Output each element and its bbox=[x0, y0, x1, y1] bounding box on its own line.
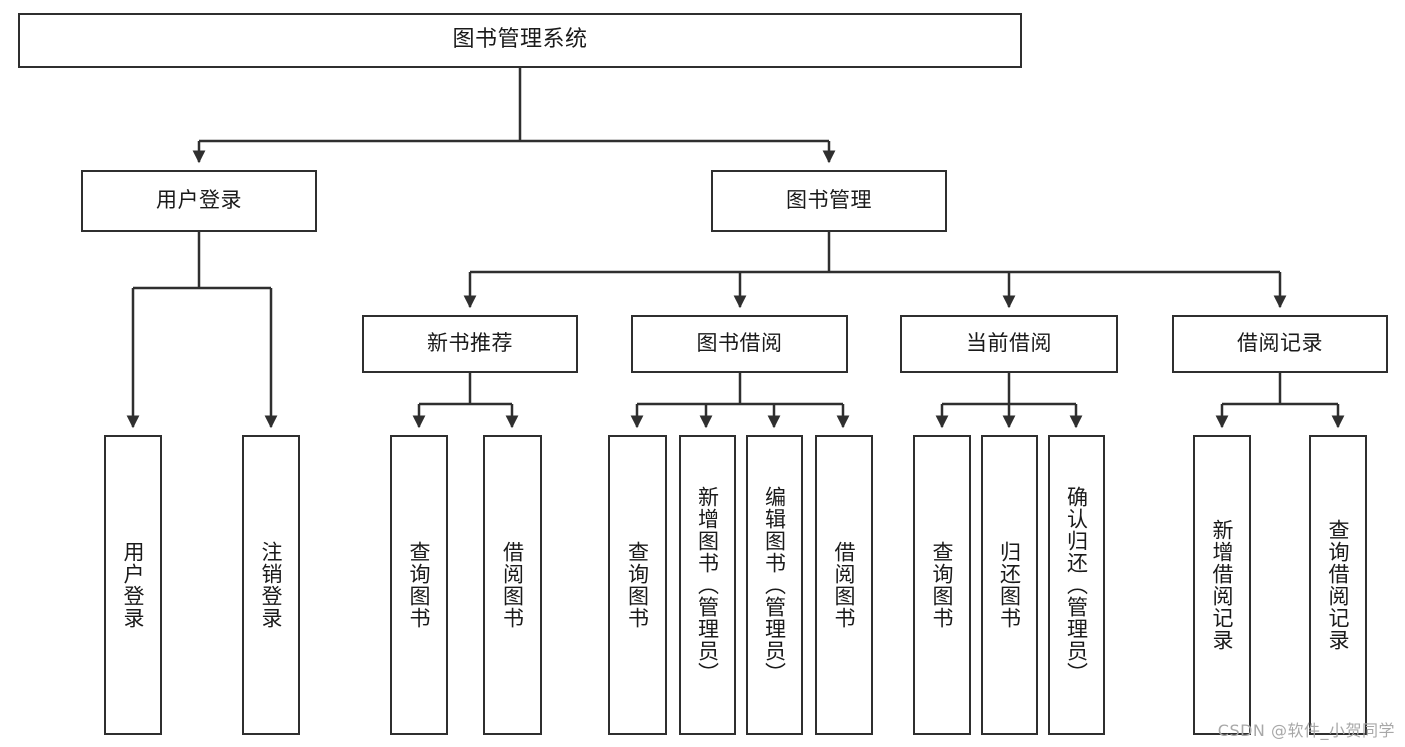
node-label: 归还图书 bbox=[997, 541, 1022, 629]
node-label: 借阅图书 bbox=[832, 541, 857, 629]
node-user-login[interactable]: 用户登录 bbox=[81, 170, 317, 232]
node-label: 用户登录 bbox=[156, 188, 242, 213]
node-label: 图书管理 bbox=[786, 188, 872, 213]
node-leaf-borrow-edit-book-admin[interactable]: 编辑图书（管理员） bbox=[746, 435, 803, 735]
node-leaf-user-logout[interactable]: 注销登录 bbox=[242, 435, 300, 735]
node-current-borrowing[interactable]: 当前借阅 bbox=[900, 315, 1118, 373]
node-new-book-recommendation[interactable]: 新书推荐 bbox=[362, 315, 578, 373]
node-leaf-borrow-add-book-admin[interactable]: 新增图书（管理员） bbox=[679, 435, 736, 735]
node-label: 新增图书（管理员） bbox=[695, 486, 720, 684]
node-label: 确认归还（管理员） bbox=[1064, 486, 1089, 684]
node-leaf-rec-borrow-book[interactable]: 借阅图书 bbox=[483, 435, 542, 735]
node-label: 新增借阅记录 bbox=[1210, 519, 1235, 651]
node-label: 图书借阅 bbox=[696, 331, 783, 356]
node-label: 编辑图书（管理员） bbox=[762, 486, 787, 684]
node-leaf-record-add[interactable]: 新增借阅记录 bbox=[1193, 435, 1251, 735]
node-label: 用户登录 bbox=[121, 541, 146, 629]
node-label: 注销登录 bbox=[259, 541, 284, 629]
node-label: 新书推荐 bbox=[427, 331, 513, 356]
node-leaf-record-query[interactable]: 查询借阅记录 bbox=[1309, 435, 1367, 735]
node-leaf-current-return-book[interactable]: 归还图书 bbox=[981, 435, 1038, 735]
node-leaf-current-confirm-return-admin[interactable]: 确认归还（管理员） bbox=[1048, 435, 1105, 735]
node-label: 借阅图书 bbox=[500, 541, 525, 629]
node-root-book-management-system[interactable]: 图书管理系统 bbox=[18, 13, 1022, 68]
node-label: 查询图书 bbox=[407, 541, 432, 629]
node-leaf-borrow-query-book[interactable]: 查询图书 bbox=[608, 435, 667, 735]
node-label: 查询图书 bbox=[930, 541, 955, 629]
node-borrow-record[interactable]: 借阅记录 bbox=[1172, 315, 1388, 373]
node-leaf-rec-query-book[interactable]: 查询图书 bbox=[390, 435, 448, 735]
node-label: 借阅记录 bbox=[1237, 331, 1323, 356]
node-label: 图书管理系统 bbox=[452, 27, 588, 53]
node-book-management[interactable]: 图书管理 bbox=[711, 170, 947, 232]
node-label: 查询图书 bbox=[625, 541, 650, 629]
node-leaf-user-login[interactable]: 用户登录 bbox=[104, 435, 162, 735]
node-book-borrowing[interactable]: 图书借阅 bbox=[631, 315, 848, 373]
node-leaf-current-query-book[interactable]: 查询图书 bbox=[913, 435, 971, 735]
node-label: 查询借阅记录 bbox=[1326, 519, 1351, 651]
node-leaf-borrow-borrow-book[interactable]: 借阅图书 bbox=[815, 435, 873, 735]
node-label: 当前借阅 bbox=[966, 331, 1052, 356]
